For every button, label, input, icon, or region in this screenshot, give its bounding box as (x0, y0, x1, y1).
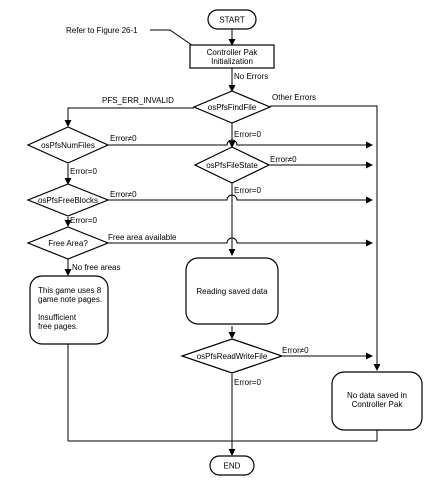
free-area-label: Free Area? (48, 239, 88, 248)
no-data-node: No data saved in Controller Pak (331, 371, 423, 431)
free-blocks-node: osPfsFreeBlocks (26, 183, 110, 217)
find-file-label: osPfsFindFile (208, 103, 257, 112)
num-files-diamond (26, 126, 110, 164)
num-files-err-eq0-label: Error=0 (70, 167, 97, 176)
connectors (64, 29, 381, 456)
init-node: Controller Pak Initialization (189, 44, 275, 69)
file-state-node: osPfsFileState (193, 146, 271, 184)
connector-other-errors (270, 105, 381, 371)
free-area-available-label: Free area available (108, 233, 177, 242)
start-label: START (219, 16, 245, 25)
no-data-line2: Controller Pak (352, 400, 404, 409)
reading-box (185, 257, 279, 325)
reading-label: Reading saved data (196, 287, 268, 296)
refer-label: Refer to Figure 26-1 (66, 26, 138, 35)
find-file-diamond (192, 90, 272, 124)
pfs-err-invalid-label: PFS_ERR_INVALID (102, 96, 174, 105)
file-state-err-eq0-label: Error=0 (234, 186, 261, 195)
find-file-node: osPfsFindFile (192, 90, 272, 124)
connector-num-err (108, 139, 373, 149)
no-errors-label: No Errors (234, 72, 268, 81)
connector-freearea-yes (108, 237, 373, 247)
free-area-node: Free Area? (26, 226, 110, 260)
free-blocks-diamond (26, 183, 110, 217)
free-area-diamond (26, 226, 110, 260)
file-state-diamond (193, 146, 271, 184)
connector-find-invalid (64, 107, 194, 127)
read-write-diamond (180, 338, 284, 374)
init-box (189, 44, 275, 69)
num-files-label: osPfsNumFiles (41, 141, 95, 150)
reading-node: Reading saved data (185, 257, 279, 325)
uses8-box (29, 275, 109, 345)
end-terminal (209, 455, 255, 476)
file-state-label: osPfsFileState (206, 161, 258, 170)
read-write-err-eq0-label: Error=0 (234, 378, 261, 387)
uses8-line5: free pages. (38, 322, 78, 331)
no-free-areas-label: No free areas (72, 263, 120, 272)
uses8-node: This game uses 8 game note pages. Insuff… (29, 275, 109, 345)
free-blocks-err-ne0-label: Error≠0 (110, 190, 137, 199)
uses8-line4: Insufficient (38, 313, 77, 322)
uses8-line2: game note pages. (38, 295, 102, 304)
read-write-label: osPfsReadWriteFile (197, 352, 268, 361)
free-blocks-err-eq0-label: Error=0 (70, 216, 97, 225)
end-node: END (209, 455, 255, 476)
read-write-node: osPfsReadWriteFile (180, 338, 284, 374)
start-node: START (207, 9, 257, 30)
file-state-err-ne0-label: Error≠0 (270, 155, 297, 164)
num-files-err-ne0-label: Error≠0 (110, 134, 137, 143)
num-files-node: osPfsNumFiles (26, 126, 110, 164)
find-file-err-eq0-label: Error=0 (234, 130, 261, 139)
edge-labels: Refer to Figure 26-1 No Errors PFS_ERR_I… (66, 26, 316, 387)
no-data-line1: No data saved in (347, 391, 407, 400)
other-errors-label: Other Errors (272, 93, 316, 102)
read-write-err-ne0-label: Error≠0 (282, 346, 309, 355)
no-data-box (331, 371, 423, 431)
free-blocks-label: osPfsFreeBlocks (38, 196, 98, 205)
uses8-line1: This game uses 8 (38, 286, 102, 295)
end-label: END (224, 462, 241, 471)
start-terminal (207, 9, 257, 30)
init-label-line1: Controller Pak (207, 48, 259, 57)
init-label-line2: Initialization (211, 57, 253, 66)
connector-blocks-err (108, 194, 373, 204)
